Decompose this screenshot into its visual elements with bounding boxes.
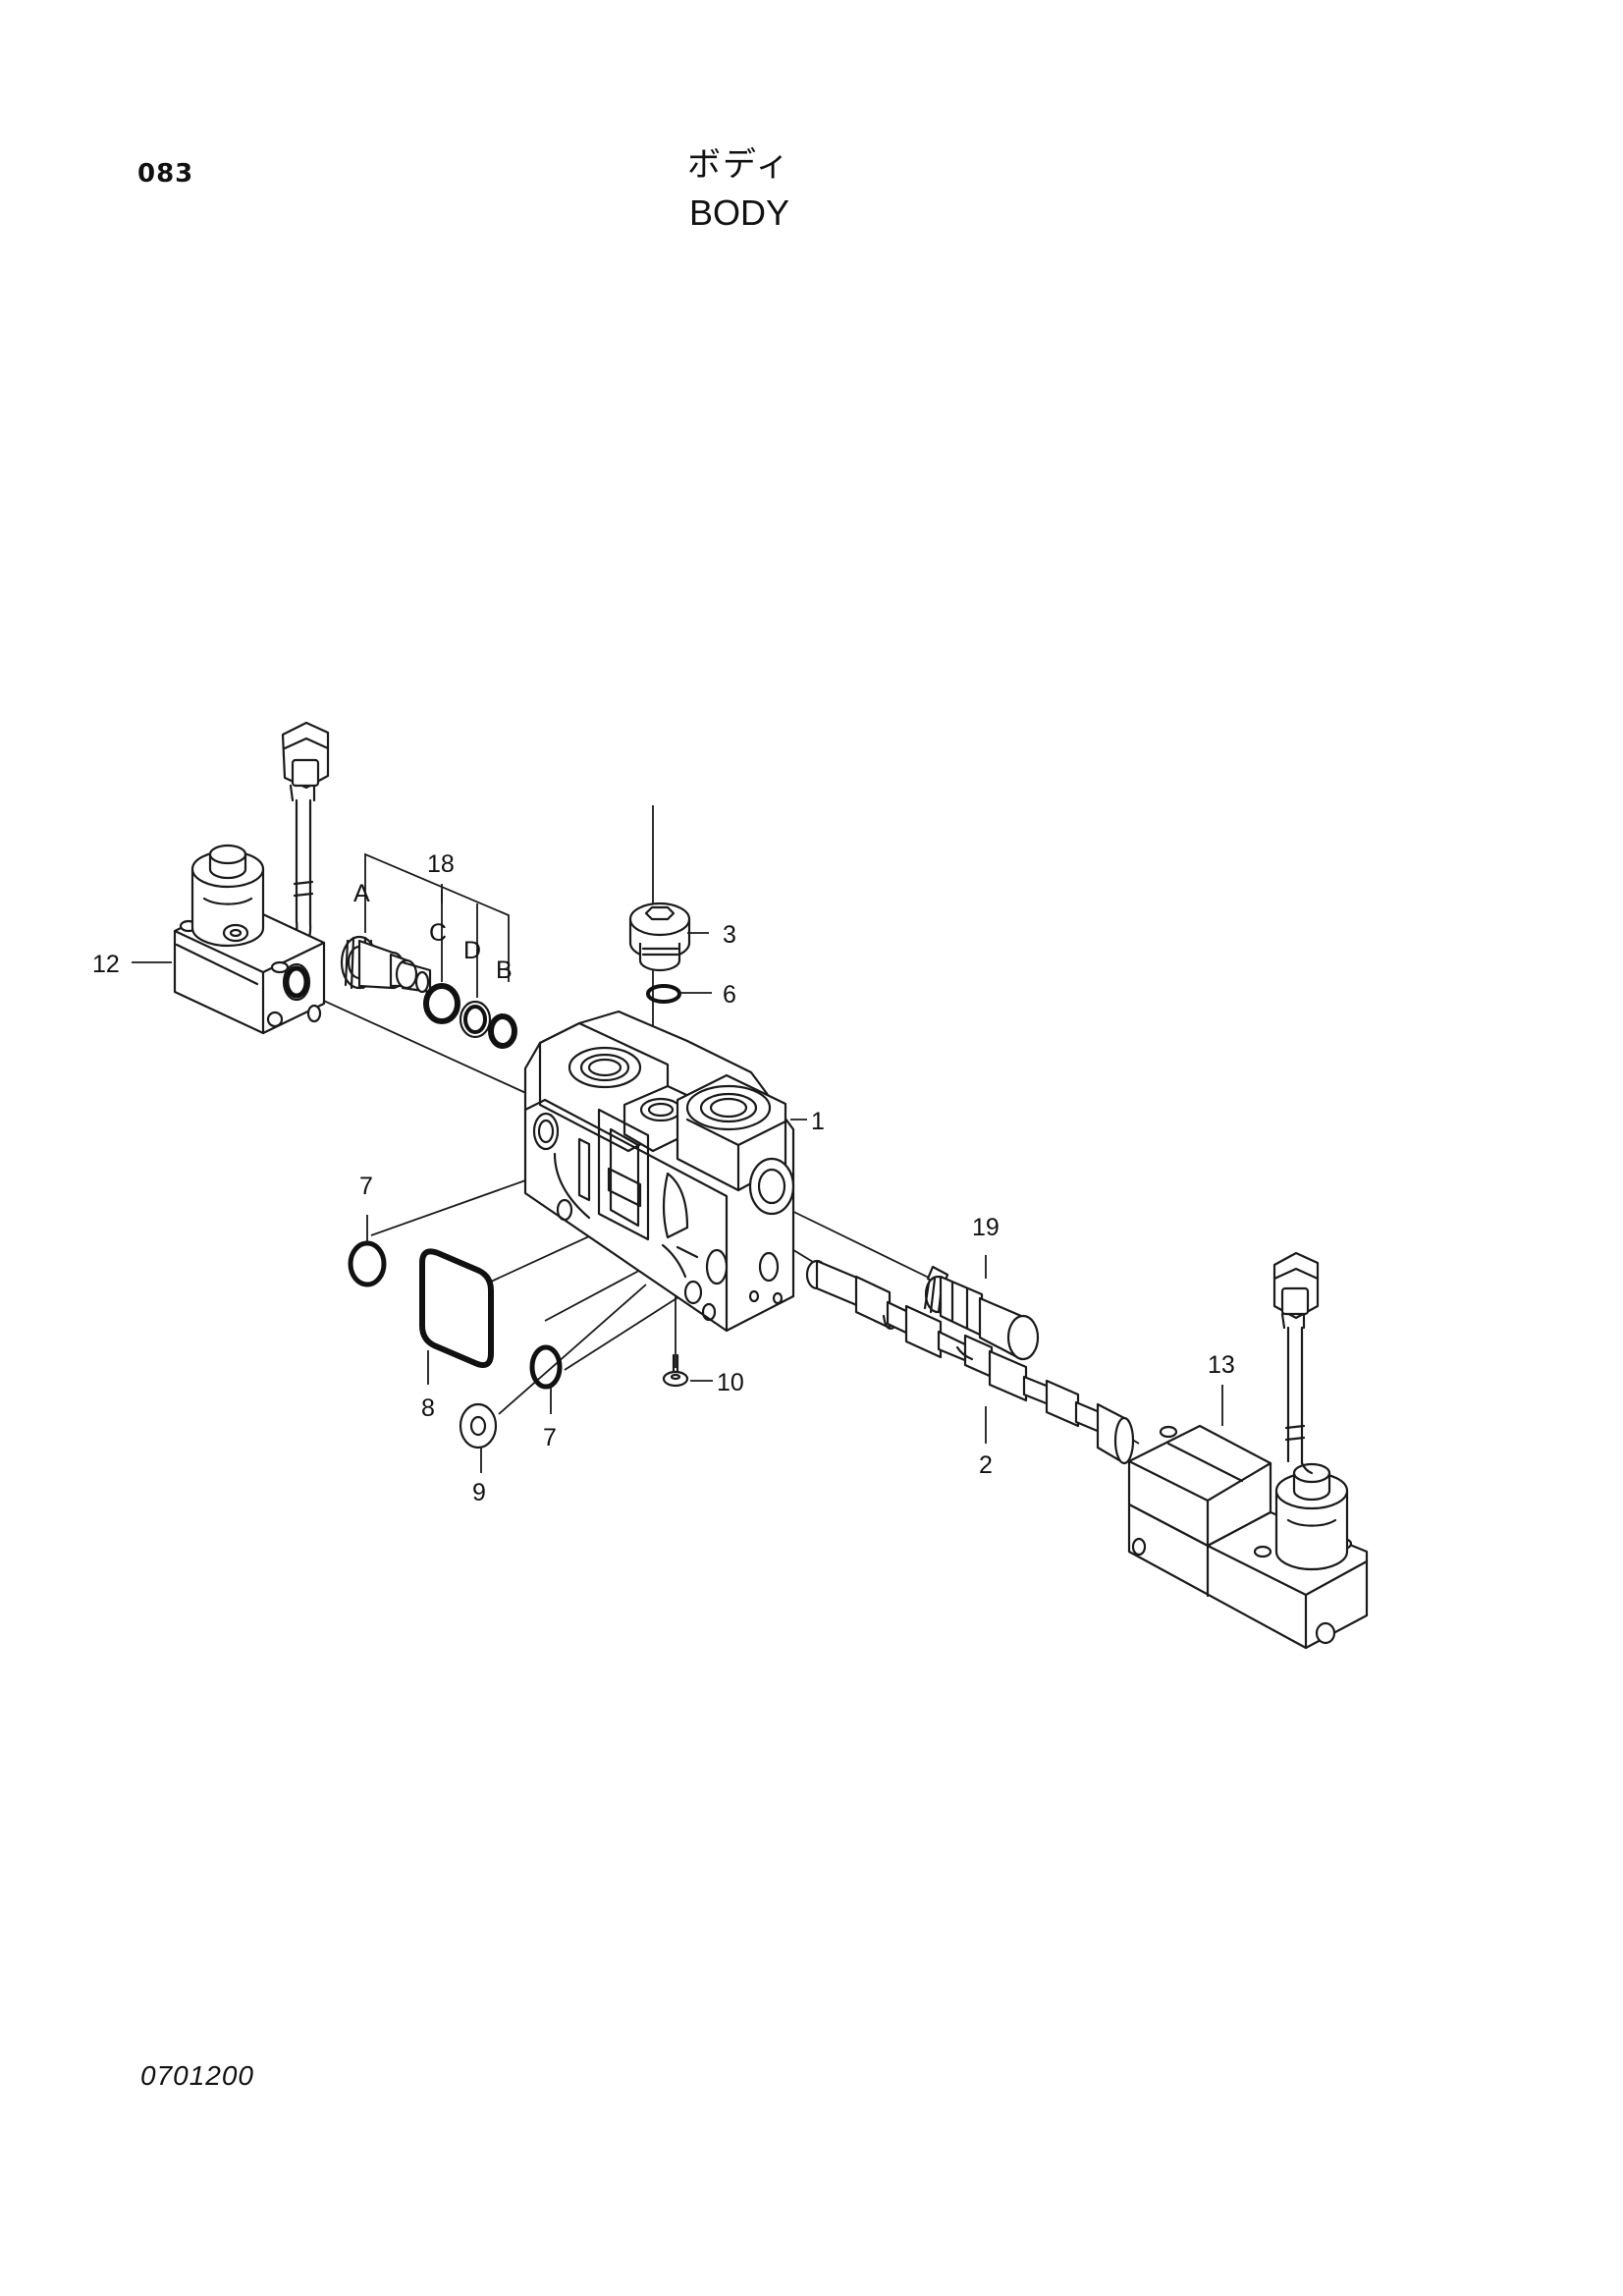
callout-labels: 12 18 A C D B 3 6 1 19 7 8 7 9 10 2 13 [92, 850, 1235, 1506]
callout-sub-c: C [429, 919, 447, 947]
plug [628, 902, 691, 972]
title-japanese: ボディ [687, 145, 791, 185]
gasket [419, 1248, 494, 1368]
washer [459, 1402, 498, 1449]
o-ring-7-left [348, 1240, 387, 1287]
callout-7-right: 7 [543, 1424, 557, 1451]
callout-leaders [132, 884, 1223, 1473]
callout-1: 1 [811, 1108, 825, 1135]
callout-12: 12 [92, 951, 120, 978]
callout-sub-a: A [353, 880, 370, 907]
valve-body [523, 1010, 795, 1333]
page-number: 083 [137, 159, 194, 189]
callout-13: 13 [1208, 1351, 1235, 1379]
solenoid-valve-left [173, 721, 330, 1035]
title-english: BODY [689, 192, 790, 233]
callout-2: 2 [979, 1451, 993, 1479]
solenoid-valve-right [1127, 1251, 1369, 1650]
callout-sub-b: B [496, 957, 513, 984]
pressure-sensor [923, 1265, 1040, 1361]
spool [805, 1259, 1135, 1465]
callout-18: 18 [427, 850, 455, 878]
callout-sub-d: D [463, 937, 481, 964]
callout-3: 3 [723, 921, 736, 949]
callout-9: 9 [472, 1479, 486, 1506]
screw [662, 1353, 689, 1388]
callout-7-left: 7 [359, 1173, 373, 1200]
document-code: 0701200 [140, 2060, 255, 2091]
callout-6: 6 [723, 981, 736, 1009]
callout-10: 10 [717, 1369, 744, 1396]
relief-valve-assembly [340, 852, 517, 1049]
callout-19: 19 [972, 1214, 1000, 1241]
callout-8: 8 [421, 1394, 435, 1422]
o-ring-7-right [529, 1344, 563, 1390]
o-ring-6 [646, 984, 681, 1004]
